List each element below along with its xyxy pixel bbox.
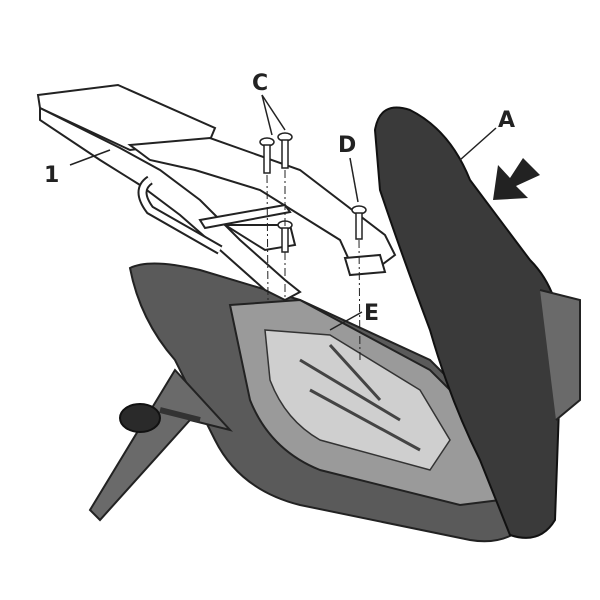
label-c: C <box>252 71 268 96</box>
mudguard <box>88 368 233 522</box>
tail-fairing <box>128 262 521 543</box>
label-d: D <box>338 133 356 158</box>
bolt-c2 <box>277 132 293 169</box>
rack <box>36 83 397 302</box>
alignment-lines <box>266 170 361 361</box>
leader-lines <box>69 94 497 331</box>
bolts <box>259 132 367 253</box>
label-1: 1 <box>44 163 59 188</box>
arrow-down-left-icon <box>493 158 540 200</box>
label-a: A <box>498 108 515 133</box>
seat <box>373 106 581 539</box>
bolt-d <box>351 205 367 240</box>
bolt-c1 <box>259 137 275 174</box>
label-e: E <box>364 301 379 326</box>
